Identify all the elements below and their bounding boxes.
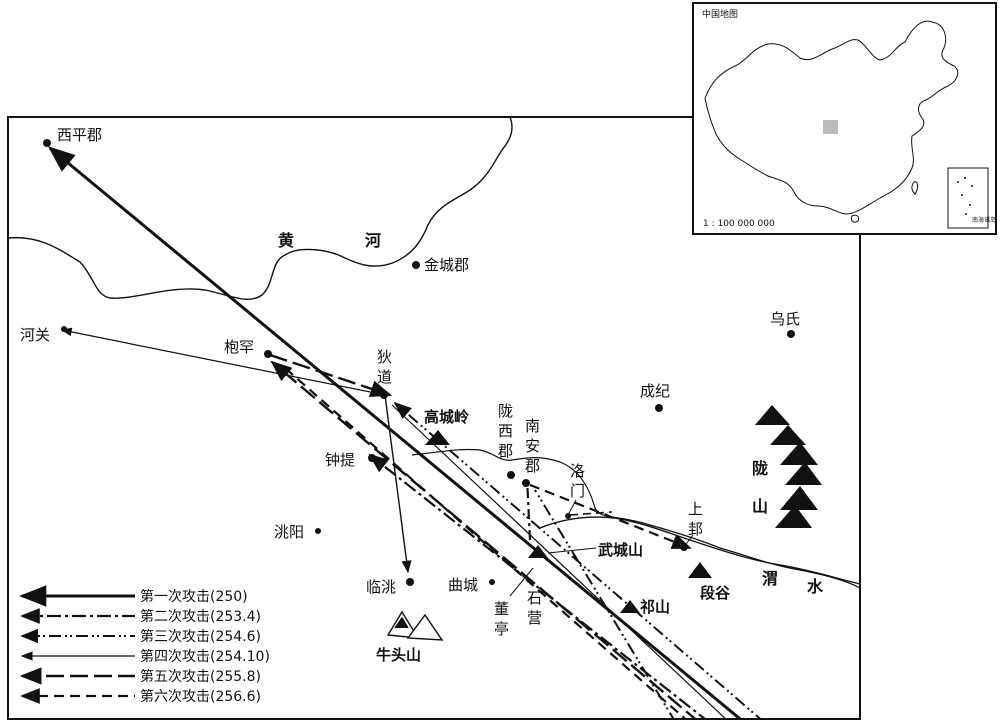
legend-label-5: 第五次攻击(255.8)	[140, 668, 261, 685]
label-qucheng: 曲城	[448, 576, 478, 594]
label-wuchengshan: 武城山	[598, 541, 643, 559]
route-attack-6-b	[529, 483, 692, 550]
label-gaochengling: 高城岭	[424, 408, 469, 426]
label-qishan: 祁山	[640, 598, 670, 616]
label-shui: 水	[807, 577, 824, 596]
label-shang: 上	[688, 500, 703, 518]
label-dong: 董	[494, 600, 509, 618]
label-longshan-long: 陇	[752, 459, 768, 478]
label-xiping: 西平郡	[57, 126, 102, 144]
label-chengji: 成纪	[640, 382, 670, 400]
mountain-wuchengshan	[528, 545, 548, 558]
label-lintao: 临洮	[366, 578, 396, 596]
label-fuhan: 枹罕	[224, 338, 254, 356]
legend: 第一次攻击(250) 第二次攻击(253.4) 第三次攻击(254.6) 第四次…	[19, 585, 270, 705]
mountain-gaochengling	[425, 430, 450, 445]
label-longshan-shan: 山	[752, 497, 768, 516]
label-duangu: 段谷	[700, 584, 731, 602]
label-shi: 石	[527, 589, 542, 607]
south-sea-islands	[957, 177, 973, 215]
leader-luomen	[567, 499, 577, 516]
label-jun1: 郡	[498, 442, 513, 460]
yellow-river-line	[8, 117, 513, 300]
route-attack-3	[393, 401, 762, 719]
inset-title: 中国地图	[702, 8, 738, 20]
south-sea-label: 南海诸岛	[972, 216, 996, 224]
mountain-qishan	[620, 600, 640, 613]
label-xi: 西	[498, 422, 513, 440]
label-dao: 道	[377, 368, 392, 386]
legend-label-1: 第一次攻击(250)	[140, 588, 248, 605]
route-attack-2-b	[525, 477, 532, 541]
taiwan-island	[911, 181, 918, 195]
china-outline	[704, 20, 959, 215]
route-attack-4-b	[60, 327, 386, 396]
study-area-marker	[823, 120, 838, 134]
label-huang: 黄	[278, 231, 294, 250]
route-attack-2	[368, 453, 707, 719]
hainan-island	[851, 214, 859, 223]
label-di: 狄	[377, 348, 392, 366]
label-wei: 渭	[762, 569, 778, 588]
label-taoyang: 洮阳	[274, 523, 304, 541]
route-attack-5	[270, 360, 698, 719]
label-wushi: 乌氏	[770, 310, 800, 328]
legend-item-1: 第一次攻击(250)	[19, 585, 248, 607]
legend-label-2: 第二次攻击(253.4)	[140, 608, 261, 625]
label-heguan: 河关	[20, 326, 50, 344]
label-zhongti: 钟提	[325, 451, 355, 469]
legend-label-4: 第四次攻击(254.10)	[140, 648, 270, 665]
inset-scale: 1 : 100 000 000	[703, 219, 775, 229]
legend-item-6: 第六次攻击(256.6)	[20, 688, 261, 705]
route-attack-1	[47, 146, 743, 719]
inset-map: 中国地图 南海诸岛 1 : 100 000 000	[692, 2, 997, 235]
label-jun2: 郡	[525, 457, 540, 475]
legend-item-3: 第三次攻击(254.6)	[20, 628, 261, 645]
leader-shanggui	[685, 534, 694, 545]
label-men: 门	[570, 482, 585, 500]
main-map-frame	[7, 116, 861, 720]
mountain-duangu	[688, 562, 712, 578]
south-sea-box	[947, 167, 989, 229]
legend-item-5: 第五次攻击(255.8)	[19, 667, 261, 685]
legend-item-2: 第二次攻击(253.4)	[20, 608, 261, 625]
legend-label-6: 第六次攻击(256.6)	[140, 688, 261, 705]
label-long: 陇	[498, 402, 513, 420]
label-ying: 营	[527, 609, 542, 627]
route-attack-3-b	[534, 489, 675, 719]
leader-wuchengshan	[547, 547, 597, 554]
label-luo: 洛	[570, 462, 585, 480]
route-attack-6	[284, 367, 688, 719]
route-attack-4-c	[384, 394, 412, 574]
mountain-niutoushan	[386, 610, 444, 641]
route-attack-5-b	[269, 353, 393, 398]
legend-item-4: 第四次攻击(254.10)	[20, 648, 270, 665]
route-attack-6-c	[569, 511, 613, 516]
label-nan: 南	[525, 417, 540, 435]
label-niutoushan: 牛头山	[376, 646, 421, 664]
label-ting: 亭	[494, 620, 509, 638]
label-jincheng: 金城郡	[424, 256, 469, 274]
label-gui: 邽	[688, 520, 703, 538]
legend-label-3: 第三次攻击(254.6)	[140, 628, 261, 645]
settlement-dots	[43, 139, 795, 586]
label-an: 安	[525, 437, 540, 455]
label-he: 河	[365, 231, 381, 250]
route-attack-4-a	[391, 404, 727, 719]
mountain-longshan	[755, 405, 822, 528]
leader-dongting	[509, 567, 534, 597]
